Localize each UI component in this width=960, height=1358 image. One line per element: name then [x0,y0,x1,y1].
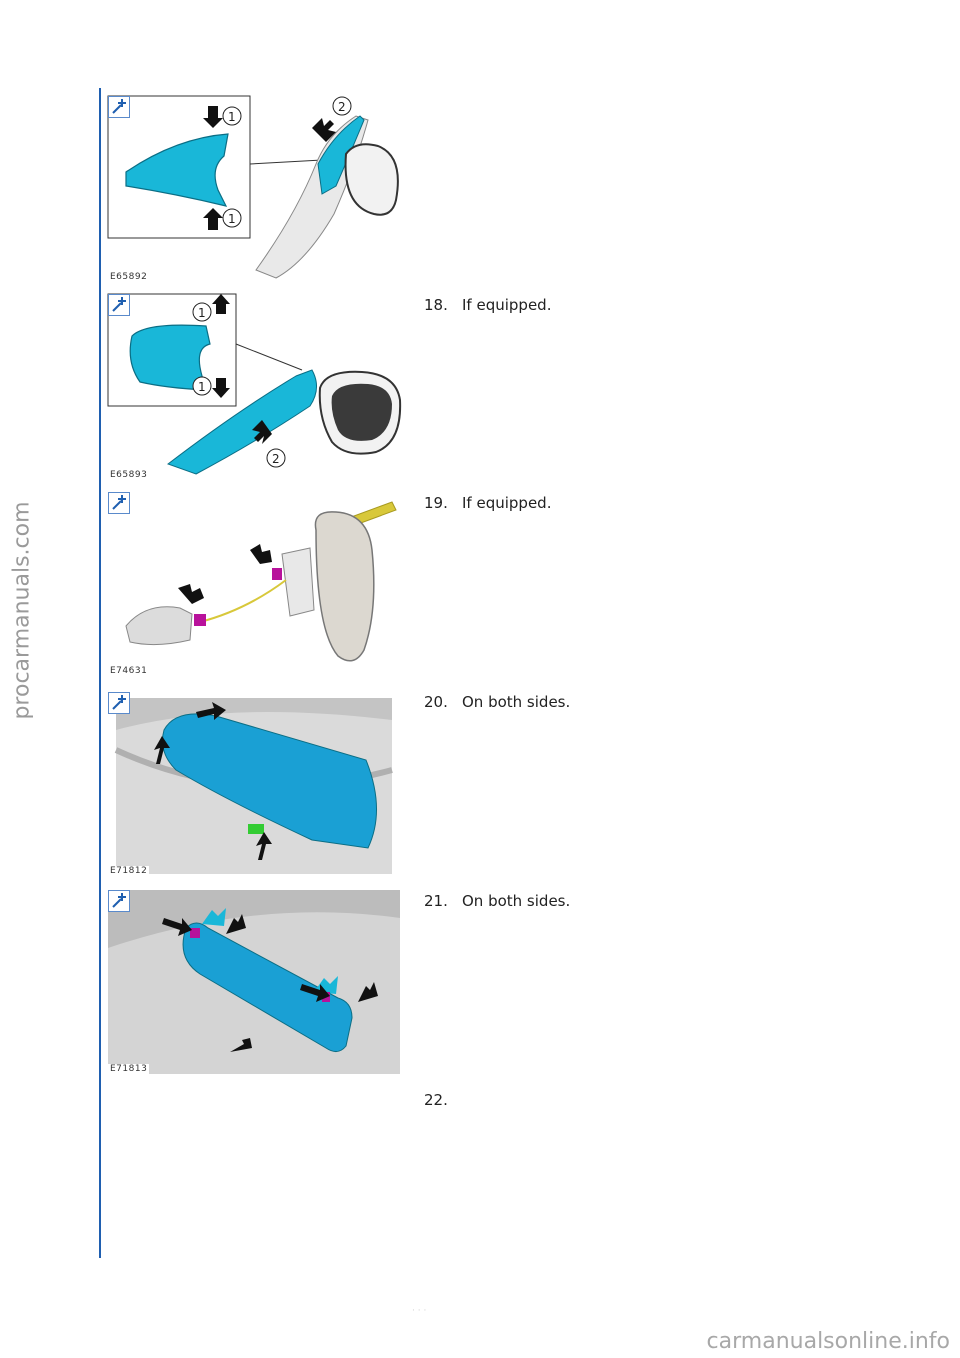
svg-text:1: 1 [198,380,206,394]
step-number: 22. [424,1091,448,1109]
figure-code: E65893 [108,470,150,480]
figure-4-illustration [114,698,393,874]
bottom-watermark: carmanualsonline.info [706,1329,950,1354]
page-footer: · · · [412,1306,427,1316]
svg-text:2: 2 [272,452,280,466]
margin-rule [99,88,101,1258]
zoom-icon[interactable] [108,96,130,118]
side-watermark-text: procarmanuals.com [9,500,35,720]
figure-5-illustration [108,890,400,1074]
svg-text:1: 1 [228,212,236,226]
figure-code: E65892 [108,272,150,282]
zoom-icon[interactable] [108,692,130,714]
step-20: 20. On both sides. [424,693,570,711]
zoom-icon[interactable] [108,294,130,316]
svg-text:1: 1 [228,110,236,124]
step-22: 22. [424,1091,462,1109]
svg-text:2: 2 [338,100,346,114]
figure-3-illustration [125,501,397,662]
step-number: 19. [424,494,448,512]
step-number: 18. [424,296,448,314]
figure-1-illustration: 1 1 2 [107,95,399,279]
svg-text:1: 1 [198,306,206,320]
step-text: On both sides. [462,892,571,910]
step-text: On both sides. [462,693,571,711]
figure-code: E71813 [108,1064,150,1074]
step-number: 20. [424,693,448,711]
zoom-icon[interactable] [108,890,130,912]
zoom-icon[interactable] [108,492,130,514]
figure-code: E74631 [108,666,150,676]
figure-1: 1 1 2 E65892 [106,94,402,286]
step-text: If equipped. [462,296,552,314]
figure-2: 1 1 2 E65893 [106,292,402,484]
figure-5: E71813 [106,888,402,1078]
figure-code: E71812 [108,866,150,876]
figure-4: E71812 [106,690,402,880]
step-number: 21. [424,892,448,910]
figure-3: E74631 [106,490,402,680]
step-19: 19. If equipped. [424,494,551,512]
step-text: If equipped. [462,494,552,512]
side-watermark: procarmanuals.com [2,440,42,780]
step-21: 21. On both sides. [424,892,570,910]
step-18: 18. If equipped. [424,296,551,314]
figure-2-illustration: 1 1 2 [107,293,402,475]
